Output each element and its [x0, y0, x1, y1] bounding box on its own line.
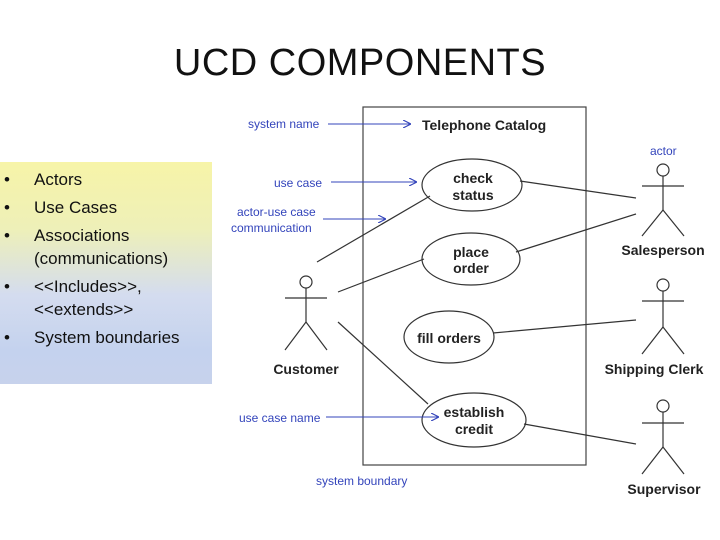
- actor-name-customer: Customer: [273, 361, 339, 377]
- system-boundary-rect: [362, 106, 587, 466]
- bullet-text: Associations (communications): [34, 226, 169, 268]
- actor-name-salesperson: Salesperson: [621, 242, 704, 258]
- actor-customer-figure: [284, 275, 328, 351]
- actor-name-shipping-clerk: Shipping Clerk: [605, 361, 704, 377]
- actor-name-supervisor: Supervisor: [627, 481, 701, 497]
- use-case-label: credit: [455, 421, 493, 437]
- annotation-actor-use-case-line2: communication: [231, 221, 312, 235]
- use-case-fill-orders: [403, 310, 495, 364]
- actor-salesperson-figure: [641, 163, 685, 237]
- bullet-text: Actors: [34, 170, 83, 189]
- actor-supervisor-figure: [641, 399, 685, 475]
- bullet-list: • Actors • Use Cases • Associations (commun…: [4, 168, 214, 354]
- slide-title: UCD COMPONENTS: [173, 42, 547, 84]
- bullet-panel: [0, 162, 212, 384]
- bullet-dot: •: [4, 170, 10, 189]
- annotation-use-case: use case: [274, 176, 322, 190]
- use-case-label: place: [453, 244, 489, 260]
- bullet-text: Use Cases: [34, 198, 118, 217]
- annotation-actor: actor: [650, 144, 677, 158]
- use-case-label: status: [452, 187, 493, 203]
- system-name-label: Telephone Catalog: [422, 117, 546, 133]
- bullet-dot: •: [4, 277, 10, 296]
- annotation-system-boundary: system boundary: [316, 474, 407, 488]
- bullet-dot: •: [4, 328, 10, 347]
- use-case-label: fill orders: [417, 330, 481, 346]
- bullet-item: • System boundaries: [4, 326, 214, 349]
- bullet-item: • Associations (communications): [4, 224, 214, 270]
- use-case-label: order: [453, 260, 489, 276]
- bullet-item: • Use Cases: [4, 196, 214, 219]
- bullet-text: <<Includes>>, <<extends>>: [34, 277, 142, 319]
- bullet-item: • Actors: [4, 168, 214, 191]
- use-case-label: establish: [444, 404, 505, 420]
- annotation-use-case-name: use case name: [239, 411, 321, 425]
- bullet-dot: •: [4, 226, 10, 245]
- annotation-system-name: system name: [248, 117, 320, 131]
- bullet-text: System boundaries: [34, 328, 180, 347]
- use-case-check-status: [421, 158, 523, 212]
- annotation-actor-use-case-line1: actor-use case: [237, 205, 316, 219]
- use-case-place-order: [421, 232, 521, 286]
- bullet-dot: •: [4, 198, 10, 217]
- actor-shipping-clerk-figure: [641, 278, 685, 355]
- bullet-item: • <<Includes>>, <<extends>>: [4, 275, 214, 321]
- use-case-establish-credit: [421, 392, 527, 448]
- use-case-label: check: [453, 170, 493, 186]
- association-lines: [316, 180, 637, 445]
